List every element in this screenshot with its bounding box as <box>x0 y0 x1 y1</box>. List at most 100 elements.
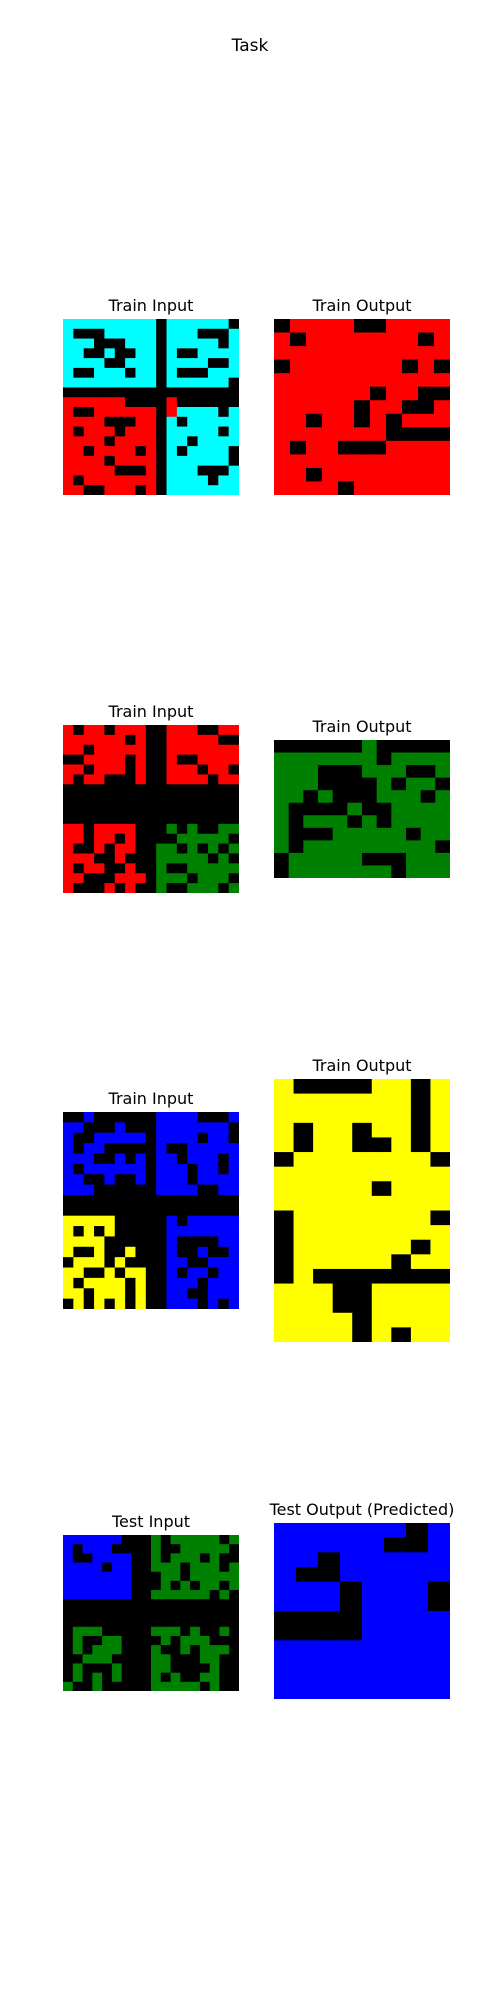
grid-cell <box>384 1611 407 1627</box>
grid-cell <box>125 1298 136 1309</box>
grid-cell <box>73 338 85 349</box>
grid-cell <box>156 1153 167 1165</box>
grid-cell <box>141 1553 152 1563</box>
grid-cell <box>166 1174 178 1185</box>
grid-cell <box>228 1163 239 1175</box>
grid-cell <box>170 1580 181 1591</box>
grid-cell <box>303 802 319 816</box>
grid-cell <box>73 1267 85 1279</box>
grid-cell <box>219 1580 230 1591</box>
grid-cell <box>274 1684 297 1699</box>
grid-cell <box>166 1298 178 1309</box>
grid-cell <box>274 1625 297 1641</box>
grid-cell <box>131 1535 142 1545</box>
grid-cell <box>332 1122 353 1138</box>
grid-cell <box>82 1580 93 1591</box>
grid-cell <box>197 725 209 736</box>
grid-cell <box>114 1288 126 1300</box>
grid-cell <box>303 852 319 866</box>
grid-cell <box>274 1611 297 1627</box>
grid-cell <box>63 1617 74 1628</box>
grid-cell <box>135 1194 147 1206</box>
grid-cell <box>131 1553 142 1563</box>
grid-cell <box>180 1681 191 1691</box>
grid-cell <box>434 373 450 388</box>
grid-cell <box>428 1537 450 1553</box>
grid-cell <box>187 873 198 884</box>
grid-cell <box>402 359 419 374</box>
panel-title: Train Input <box>108 1089 194 1108</box>
grid-cell <box>218 1163 230 1175</box>
grid-cell <box>63 1236 74 1248</box>
grid-cell <box>197 1122 209 1134</box>
grid-cell <box>435 752 450 766</box>
grid-cell <box>114 407 126 418</box>
grid-cell <box>135 1288 147 1300</box>
grid-cell <box>228 833 239 844</box>
grid-image <box>274 1523 450 1699</box>
grid-image <box>63 1112 239 1309</box>
grid-cell <box>94 338 105 349</box>
grid-cell <box>199 1626 211 1637</box>
grid-cell <box>141 1654 152 1664</box>
grid-cell <box>207 1122 219 1134</box>
grid-cell <box>135 1257 147 1268</box>
grid-cell <box>410 1327 431 1342</box>
grid-cell <box>274 1152 294 1168</box>
grid-cell <box>274 1655 297 1671</box>
grid-cell <box>207 1205 219 1217</box>
grid-cell <box>92 1535 103 1545</box>
grid-cell <box>296 1596 319 1612</box>
grid-cell <box>104 348 116 359</box>
grid-cell <box>370 400 387 415</box>
grid-cell <box>313 1152 334 1168</box>
grid-cell <box>180 1672 191 1683</box>
grid-cell <box>322 427 339 442</box>
grid-cell <box>125 407 136 418</box>
grid-cell <box>180 1663 191 1674</box>
grid-cell <box>166 1236 178 1248</box>
grid-cell <box>83 1163 95 1175</box>
grid-cell <box>199 1553 211 1563</box>
grid-cell <box>121 1635 132 1646</box>
grid-cell <box>102 1580 113 1591</box>
grid-cell <box>402 427 419 442</box>
grid-cell <box>338 332 355 347</box>
grid-cell <box>131 1635 142 1646</box>
grid-cell <box>104 784 116 795</box>
grid-cell <box>73 1257 85 1268</box>
grid-cell <box>435 777 450 791</box>
grid-cell <box>402 373 419 388</box>
grid-cell <box>72 1672 83 1683</box>
grid-cell <box>218 843 230 854</box>
grid-cell <box>338 386 355 401</box>
grid-cell <box>207 416 219 427</box>
grid-cell <box>92 1663 103 1674</box>
grid-cell <box>111 1654 123 1664</box>
grid-cell <box>428 1655 450 1671</box>
grid-cell <box>362 1523 385 1539</box>
grid-cell <box>354 386 371 401</box>
grid-cell <box>406 840 422 854</box>
grid-cell <box>340 1611 363 1627</box>
grid-cell <box>187 1257 198 1268</box>
grid-cell <box>104 358 116 369</box>
grid-cell <box>218 764 230 775</box>
grid-cell <box>92 1626 103 1637</box>
grid-cell <box>318 1581 341 1597</box>
grid-cell <box>145 407 157 418</box>
grid-cell <box>63 446 74 457</box>
grid-cell <box>274 740 290 753</box>
grid-cell <box>228 1215 239 1227</box>
grid-cell <box>219 1663 230 1674</box>
grid-cell <box>141 1571 152 1582</box>
grid-cell <box>207 1163 219 1175</box>
grid-cell <box>293 1122 314 1138</box>
grid-cell <box>370 481 387 495</box>
grid-cell <box>73 833 85 844</box>
grid-cell <box>94 426 105 437</box>
grid-cell <box>430 1283 450 1299</box>
grid-cell <box>362 740 378 753</box>
grid-cell <box>318 1684 341 1699</box>
grid-cell <box>306 427 323 442</box>
